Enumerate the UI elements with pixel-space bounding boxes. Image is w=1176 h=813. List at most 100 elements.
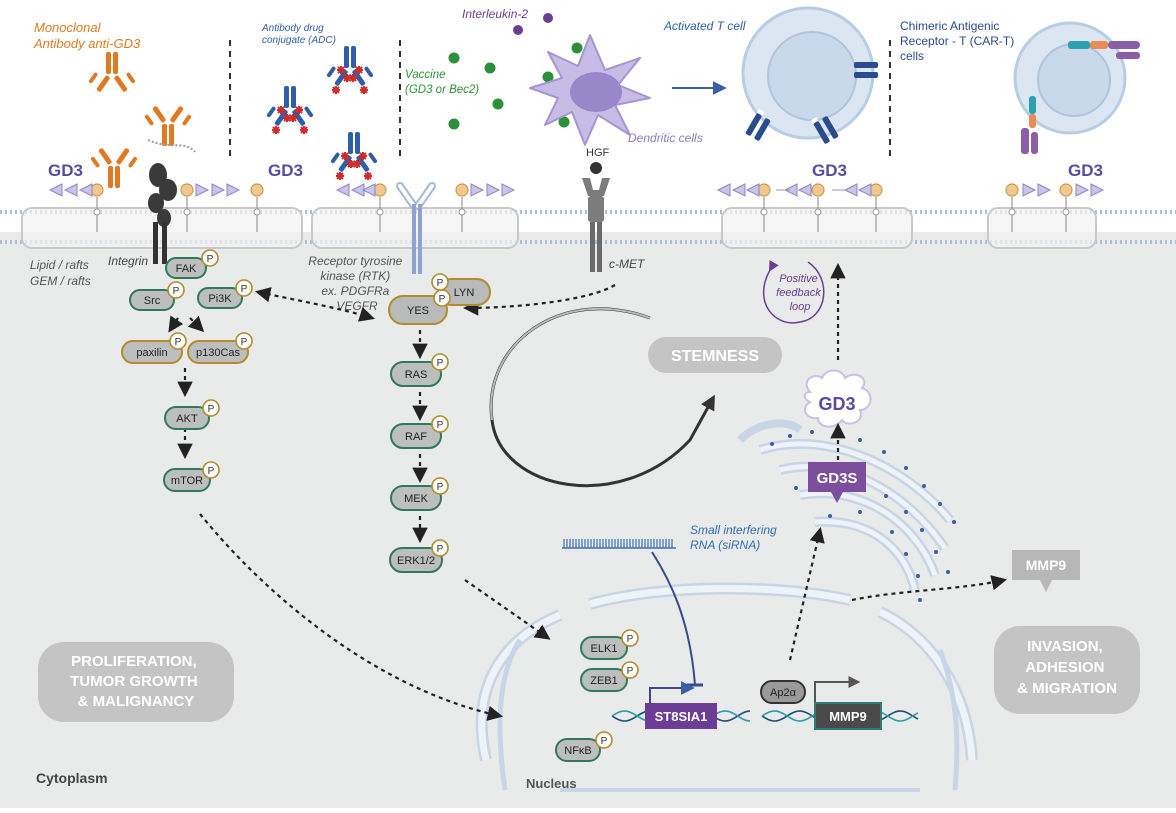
interleukin-particle bbox=[543, 13, 553, 23]
mab-label: Monoclonal Antibody anti-GD3 bbox=[33, 20, 141, 51]
particles bbox=[448, 13, 583, 130]
node-paxilin: paxilin P bbox=[121, 332, 187, 364]
vesicle bbox=[882, 450, 886, 454]
lipid-raft bbox=[721, 207, 913, 249]
section-dividers bbox=[229, 40, 891, 158]
node-label-raf: RAF bbox=[405, 431, 427, 443]
phospho-icon bbox=[595, 731, 613, 749]
svg-text:P: P bbox=[241, 284, 248, 295]
phospho-icon bbox=[621, 661, 639, 679]
gd3-ganglioside-markers bbox=[48, 183, 1105, 232]
nucleus-label: Nucleus bbox=[526, 776, 577, 791]
gd3-golgi-label: GD3 bbox=[818, 394, 855, 414]
rafts-label: Lipid / rafts GEM / rafts bbox=[30, 258, 92, 288]
signal-arrow bbox=[254, 287, 375, 322]
svg-text:P: P bbox=[439, 294, 446, 305]
phospho-icon bbox=[167, 281, 185, 299]
vesicle bbox=[770, 442, 774, 446]
vesicle bbox=[858, 510, 862, 514]
vaccine-particle bbox=[571, 42, 583, 54]
gd3-label: GD3 bbox=[268, 161, 303, 180]
vaccine-particle bbox=[484, 62, 496, 74]
svg-text:P: P bbox=[437, 420, 444, 431]
vesicle bbox=[794, 486, 798, 490]
vesicle bbox=[810, 430, 814, 434]
invasion-box bbox=[994, 626, 1140, 714]
vaccine-particle bbox=[558, 116, 570, 128]
signaling-nodes: FAKPSrcPPi3KPpaxilinPp130CasPAKTPmTORPLY… bbox=[121, 249, 806, 762]
sialic-acid bbox=[797, 183, 812, 197]
sirna-inhibition-line bbox=[651, 551, 696, 686]
node-raf: RAF P bbox=[390, 415, 449, 449]
gd3-label: GD3 bbox=[48, 161, 83, 180]
rtk-receptor bbox=[396, 182, 436, 274]
proliferation-box bbox=[38, 642, 234, 722]
signal-arrow bbox=[462, 284, 616, 316]
sialic-acid bbox=[843, 183, 858, 197]
t-cell-receptors bbox=[745, 62, 882, 144]
node-label-p130cas: p130Cas bbox=[196, 347, 241, 359]
sialic-acid bbox=[731, 183, 746, 197]
node-label-src: Src bbox=[144, 295, 161, 307]
phospho-icon bbox=[201, 249, 219, 267]
ganglioside bbox=[811, 183, 825, 232]
signal-arrow bbox=[464, 579, 551, 640]
vesicle bbox=[920, 528, 924, 532]
gd3-cloud bbox=[803, 369, 872, 428]
sialic-acid bbox=[195, 183, 210, 197]
signaling-arrows bbox=[168, 262, 1008, 721]
cart-label: Chimeric Antigenic Receptor - T (CAR-T) … bbox=[900, 19, 1018, 63]
signal-arrow bbox=[788, 526, 825, 661]
phospho-icon bbox=[433, 289, 451, 307]
gd3-label: GD3 bbox=[812, 161, 847, 180]
c-met-label: c-MET bbox=[609, 257, 646, 271]
sialic-acid bbox=[361, 183, 376, 197]
c-met-receptor bbox=[582, 162, 610, 272]
phospho-icon bbox=[169, 332, 187, 350]
sialic-acid bbox=[783, 183, 798, 197]
stemness-loop-shadow bbox=[490, 307, 651, 421]
vesicle bbox=[918, 598, 922, 602]
signal-arrow bbox=[851, 575, 1008, 602]
node-label-yes: YES bbox=[407, 305, 429, 317]
sialic-acid bbox=[470, 183, 485, 197]
vesicle bbox=[788, 434, 792, 438]
vesicle bbox=[922, 484, 926, 488]
phospho-icon bbox=[202, 399, 220, 417]
cytoplasm-label: Cytoplasm bbox=[36, 770, 108, 786]
gd3s-enzyme bbox=[808, 462, 866, 503]
phospho-icon bbox=[431, 415, 449, 433]
node-label-erk: ERK1/2 bbox=[397, 555, 435, 567]
phospho-icon bbox=[431, 539, 449, 557]
vesicle bbox=[904, 552, 908, 556]
sialic-acid bbox=[48, 183, 63, 197]
svg-text:P: P bbox=[173, 286, 180, 297]
ganglioside bbox=[90, 183, 104, 232]
node-label-mtor: mTOR bbox=[171, 475, 203, 487]
vesicle bbox=[828, 514, 832, 518]
ganglioside bbox=[869, 183, 883, 232]
activated-t-cell bbox=[741, 6, 875, 140]
node-label-fak: FAK bbox=[176, 263, 197, 275]
st8sia1-promoter-arrow bbox=[649, 681, 695, 706]
stemness-label: STEMNESS bbox=[671, 348, 759, 365]
svg-text:P: P bbox=[175, 337, 182, 348]
vaccine-label: Vaccine (GD3 or Bec2) bbox=[405, 69, 479, 96]
svg-text:P: P bbox=[208, 404, 215, 415]
sialic-acid bbox=[501, 183, 516, 197]
node-src: Src P bbox=[129, 281, 185, 311]
tcr bbox=[745, 109, 771, 141]
svg-text:P: P bbox=[208, 466, 215, 477]
svg-text:P: P bbox=[241, 337, 248, 348]
node-yes: YES P bbox=[388, 289, 451, 325]
svg-text:P: P bbox=[437, 358, 444, 369]
node-label-paxilin: paxilin bbox=[136, 347, 167, 359]
sialic-acid bbox=[211, 183, 226, 197]
gd3s-label: GD3S bbox=[817, 470, 858, 487]
vesicle bbox=[858, 438, 862, 442]
